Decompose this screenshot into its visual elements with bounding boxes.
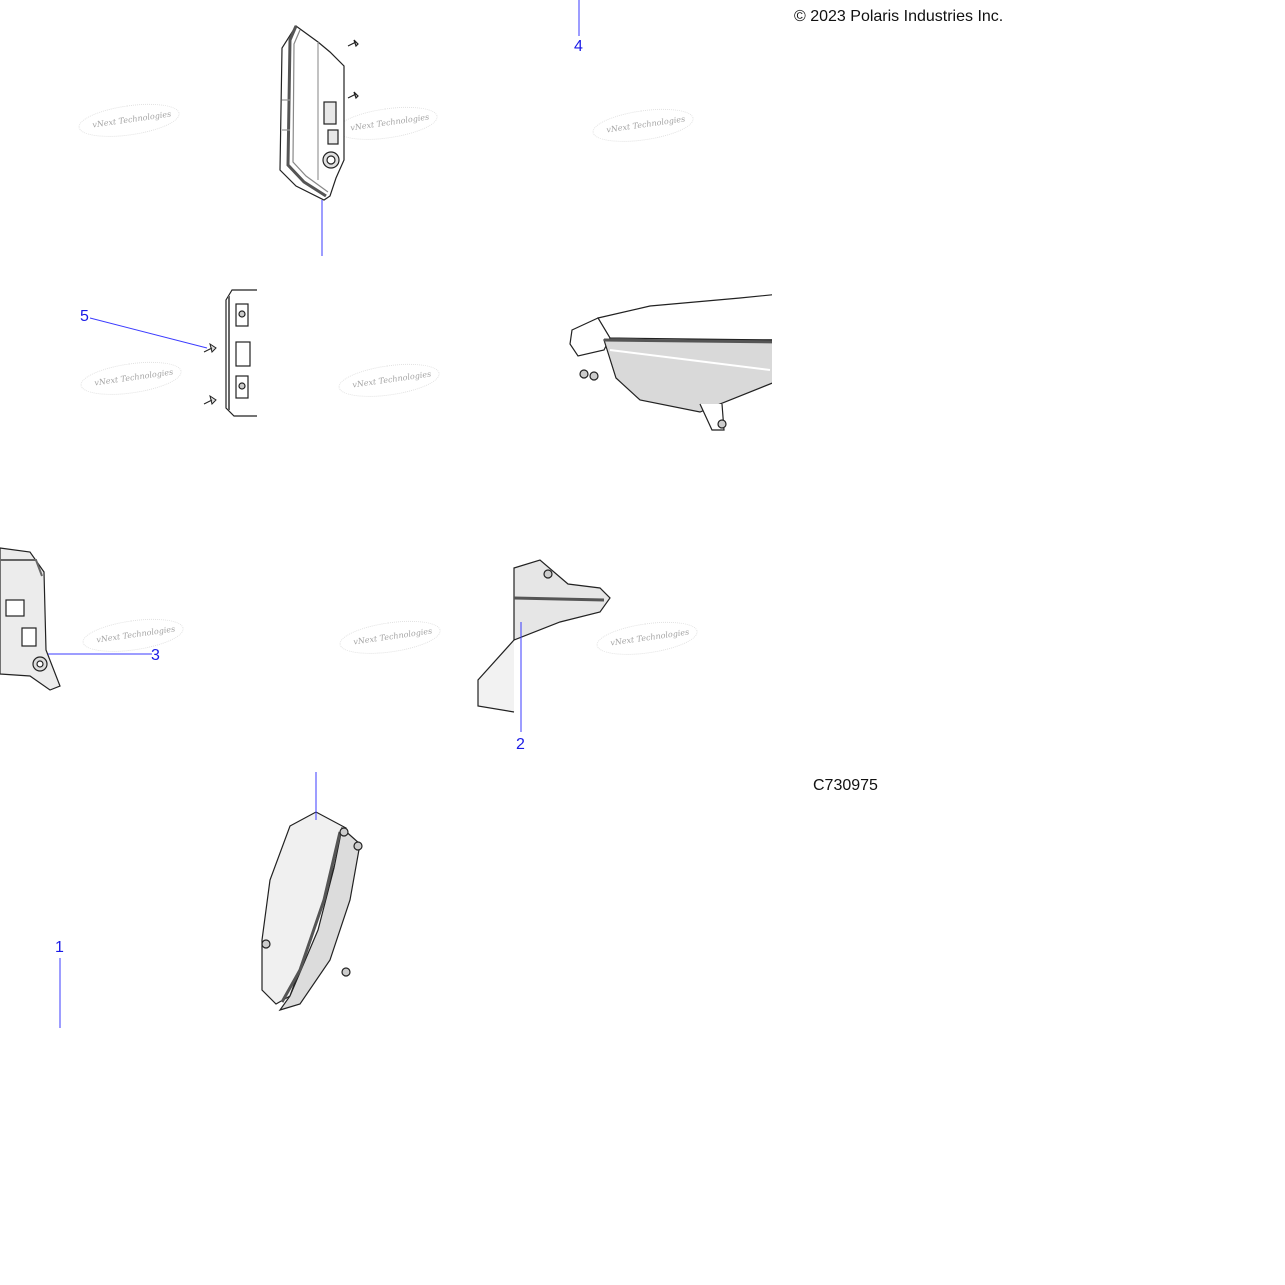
lamp-bracket-part-2: [477, 559, 611, 713]
copyright-notice: © 2023 Polaris Industries Inc.: [794, 8, 1004, 25]
leader-line: [89, 317, 208, 349]
side-housing-part-3: [0, 547, 61, 691]
screw-part-5: [203, 342, 217, 405]
callout-4[interactable]: 4: [574, 38, 583, 55]
figure-id: C730975: [813, 777, 878, 794]
callout-1[interactable]: 1: [55, 939, 64, 956]
lamp-assembly-part-1: [261, 811, 363, 1012]
callout-3[interactable]: 3: [151, 647, 160, 664]
housing-detail-rear: [225, 289, 257, 417]
callout-5[interactable]: 5: [80, 308, 89, 325]
headlight-housing-part-4: [279, 25, 359, 201]
headlight-assembly-top: [569, 294, 772, 431]
callout-2[interactable]: 2: [516, 736, 525, 753]
